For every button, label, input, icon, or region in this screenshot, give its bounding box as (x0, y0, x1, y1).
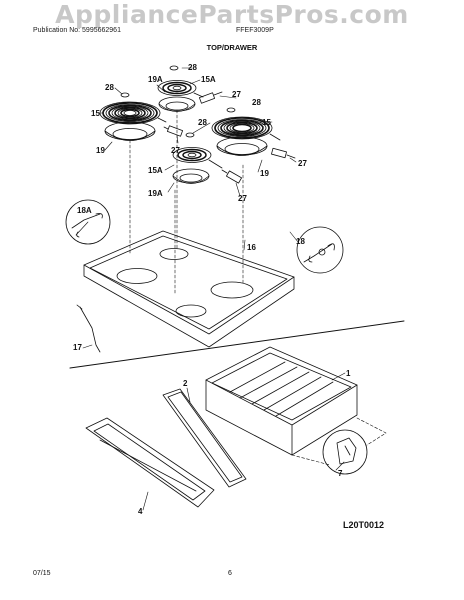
callout-1: 1 (346, 369, 351, 378)
drawer-panel (162, 388, 247, 488)
callout-17: 17 (73, 343, 82, 352)
callout-27-top: 27 (232, 90, 241, 99)
receptacle-left (163, 125, 184, 137)
callout-labels: 28 15A 19A 28 27 28 15 15 28 19 27 15A 2… (73, 63, 351, 516)
drawer-guide (291, 454, 331, 466)
surface-element-left (99, 101, 167, 125)
callout-18a: 18A (77, 206, 92, 215)
drip-bowl-top-small (158, 96, 196, 112)
callout-28-right: 28 (252, 98, 261, 107)
receptacle-bottom (221, 169, 242, 184)
callout-19-left: 19 (96, 146, 105, 155)
trim-ring-top (169, 65, 179, 71)
cooktop (83, 230, 295, 348)
callout-28-top: 28 (188, 63, 197, 72)
callout-19a-mid: 19A (148, 189, 163, 198)
section-title: TOP/DRAWER (206, 43, 258, 52)
publication-number: Publication No: 5995662961 (33, 27, 121, 34)
receptacle-right (271, 147, 296, 159)
leader-lines (75, 67, 346, 511)
trim-ring-right (226, 107, 236, 113)
callout-27-right: 27 (298, 159, 307, 168)
drip-bowl-bottom-small (172, 168, 210, 184)
callout-16: 16 (247, 243, 256, 252)
footer-page-number: 6 (228, 570, 232, 577)
callout-15a-top: 15A (201, 75, 216, 84)
separator-line (69, 320, 405, 369)
callout-2: 2 (183, 379, 188, 388)
callout-18: 18 (296, 237, 305, 246)
callout-15-left: 15 (91, 109, 100, 118)
callout-4: 4 (138, 507, 143, 516)
receptacle-top (198, 91, 223, 104)
callout-28-left: 28 (105, 83, 114, 92)
callout-27-bottom: 27 (238, 194, 247, 203)
lock-wire (79, 306, 101, 353)
callout-19-right: 19 (260, 169, 269, 178)
callout-15-right: 15 (262, 118, 271, 127)
callout-27-left: 27 (171, 146, 180, 155)
watermark: AppliancePartsPros.com (55, 0, 409, 29)
callout-7: 7 (338, 469, 343, 478)
callout-28-mid: 28 (198, 118, 207, 127)
trim-ring-left (120, 92, 130, 98)
detail-circle-18a (65, 199, 111, 245)
footer-date: 07/15 (33, 570, 51, 577)
drawer-body (205, 346, 358, 456)
detail-circle-7 (322, 429, 368, 475)
drip-bowl-left (104, 121, 156, 141)
detail-circle-18 (296, 226, 344, 274)
callout-19a-top: 19A (148, 75, 163, 84)
callout-15a-mid: 15A (148, 166, 163, 175)
lock-wire-end (76, 304, 83, 310)
drawer-front (85, 417, 215, 508)
surface-element-right (211, 116, 281, 141)
surface-element-bottom-small (172, 147, 223, 169)
diagram-code: L20T0012 (343, 520, 385, 530)
drip-bowl-right (216, 136, 268, 156)
trim-ring-mid (185, 132, 195, 138)
surface-element-top-small (157, 80, 204, 98)
model-number: FFEF3009P (236, 27, 274, 34)
detail-7-link (356, 417, 387, 446)
